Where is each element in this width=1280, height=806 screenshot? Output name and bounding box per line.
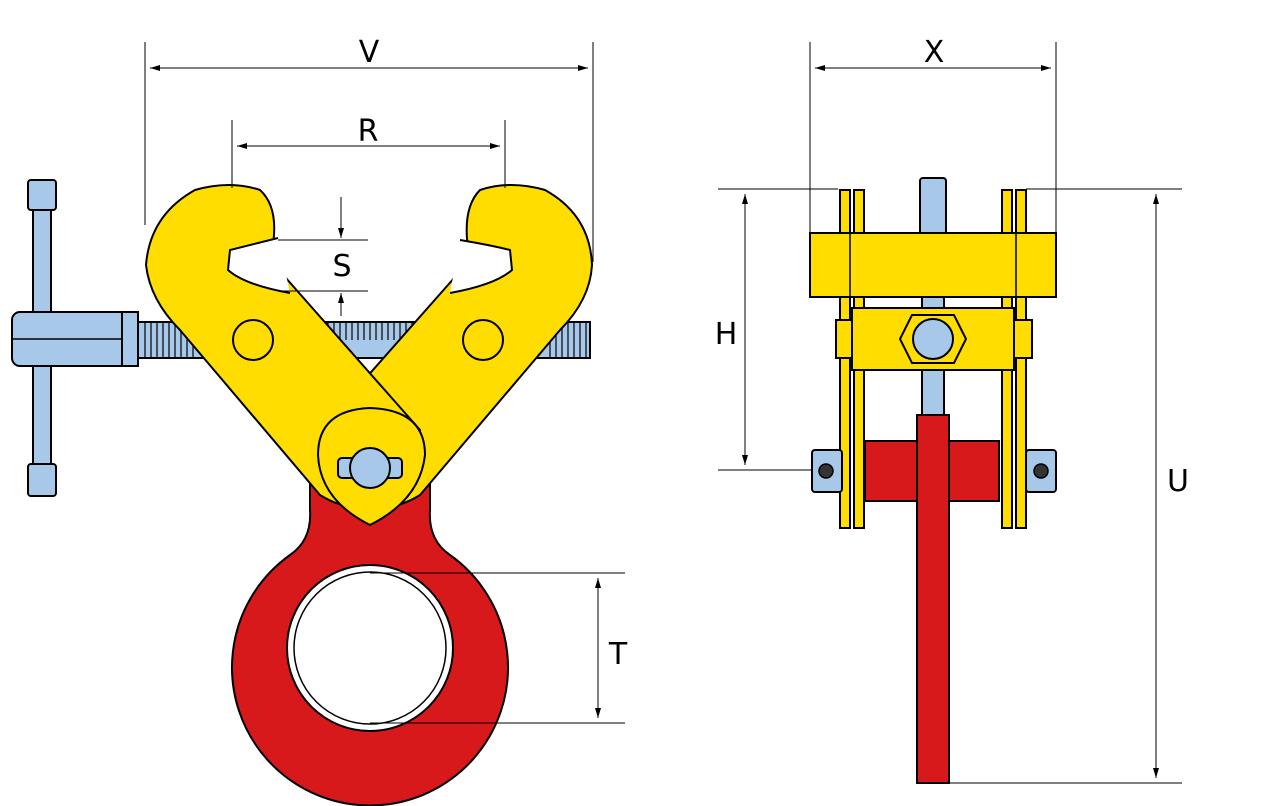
dimension-v: V <box>144 35 594 262</box>
eye-bar-side <box>916 414 950 784</box>
t-handle <box>11 179 139 497</box>
label-u: U <box>1167 464 1189 499</box>
side-pivot-pin <box>811 449 1057 493</box>
dimension-h: H <box>715 188 838 471</box>
label-r: R <box>358 114 379 149</box>
dimension-s: S <box>278 197 368 316</box>
side-view: X H U <box>715 35 1189 784</box>
label-x: X <box>924 35 945 70</box>
top-screw <box>919 177 947 239</box>
label-v: V <box>359 35 380 70</box>
dimension-u: U <box>949 188 1189 784</box>
middle-block <box>835 307 1033 371</box>
front-view: V R S T <box>11 35 628 806</box>
dimension-x: X <box>809 35 1057 233</box>
lifting-eye <box>231 464 509 806</box>
label-h: H <box>715 317 738 352</box>
label-t: T <box>608 637 628 672</box>
dimension-r: R <box>231 114 506 188</box>
pivot-pin <box>316 406 427 527</box>
dimension-t: T <box>370 572 628 724</box>
label-s: S <box>332 249 351 284</box>
